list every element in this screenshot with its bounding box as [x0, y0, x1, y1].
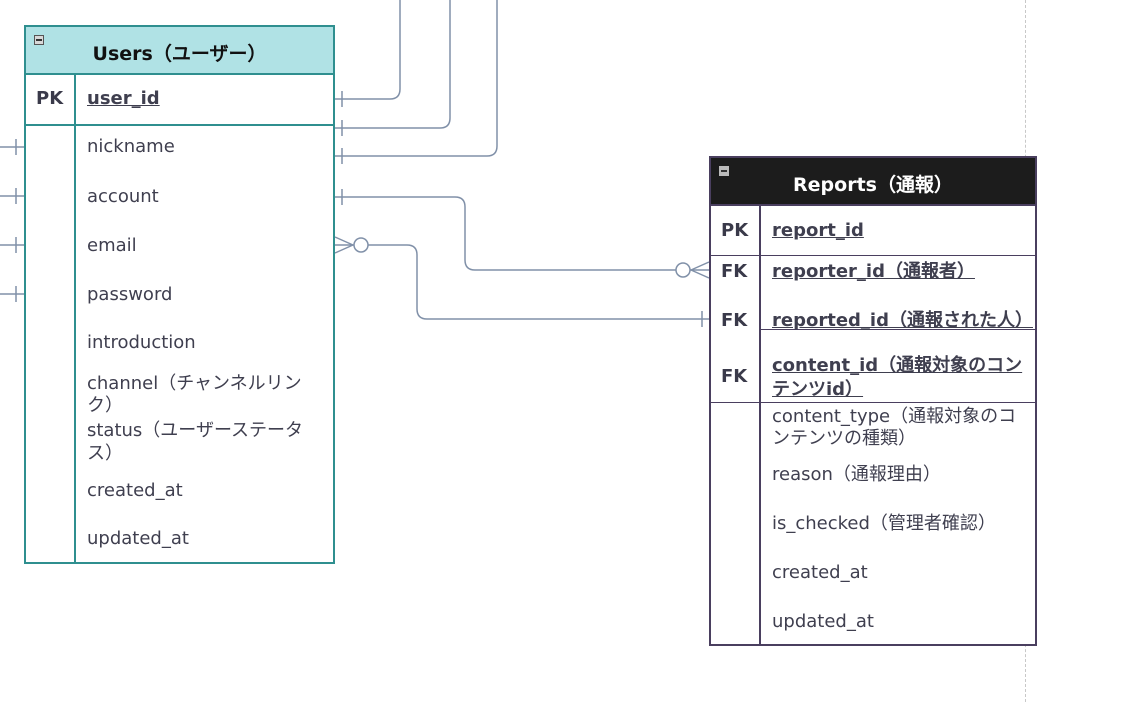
reports-field-report-id[interactable]: report_id	[772, 220, 864, 241]
users-field-status-cont[interactable]: ス）	[87, 443, 123, 464]
users-field-account[interactable]: account	[87, 186, 159, 207]
connector-reporter-crowfoot	[690, 261, 710, 279]
reports-fk-divider-1	[759, 329, 1035, 330]
reports-key-column-divider	[759, 206, 761, 644]
connector-account-to-reporter	[335, 196, 709, 271]
reports-field-content-id[interactable]: content_id（通報対象のコン	[772, 355, 1023, 376]
reports-field-content-type[interactable]: content_type（通報対象のコ	[772, 406, 1017, 427]
connector-email-crowfoot	[334, 236, 354, 254]
reports-header[interactable]: Reports（通報）	[711, 158, 1035, 206]
users-field-updated-at[interactable]: updated_at	[87, 528, 189, 549]
reports-fk-label-reported: FK	[721, 310, 748, 331]
users-field-introduction[interactable]: introduction	[87, 332, 196, 353]
users-field-channel-cont[interactable]: ク）	[87, 395, 123, 416]
reports-fk-label-content: FK	[721, 366, 748, 387]
reports-field-updated-at[interactable]: updated_at	[772, 611, 874, 632]
reports-field-content-type-cont[interactable]: ンテンツの種類）	[772, 428, 916, 449]
reports-pk-divider	[711, 255, 1035, 256]
users-field-email[interactable]: email	[87, 235, 137, 256]
reports-field-reported-id[interactable]: reported_id（通報された人）	[772, 310, 1033, 331]
reports-fk-label-reporter: FK	[721, 261, 748, 282]
reports-fk-divider-2	[711, 402, 1035, 403]
users-pk-divider	[26, 124, 333, 126]
reports-title: Reports（通報）	[793, 174, 953, 196]
connector-email-optional-circle	[353, 237, 369, 253]
users-field-status[interactable]: status（ユーザーステータ	[87, 420, 304, 441]
connector-nickname-upper-2	[335, 0, 498, 157]
users-field-user-id[interactable]: user_id	[87, 88, 160, 109]
reports-field-reason[interactable]: reason（通報理由）	[772, 464, 941, 485]
connector-nickname-upper-1	[335, 0, 451, 129]
reports-field-created-at[interactable]: created_at	[772, 562, 868, 583]
connector-user-id-upper	[335, 0, 401, 100]
collapse-icon[interactable]	[719, 166, 729, 176]
reports-pk-label: PK	[721, 220, 749, 241]
users-field-channel[interactable]: channel（チャンネルリン	[87, 373, 302, 394]
users-field-nickname[interactable]: nickname	[87, 136, 175, 157]
users-field-password[interactable]: password	[87, 284, 173, 305]
users-header[interactable]: Users（ユーザー）	[26, 27, 333, 75]
users-title: Users（ユーザー）	[92, 43, 267, 65]
connector-email-to-reported	[335, 244, 709, 320]
reports-entity[interactable]: Reports（通報） PK report_id FK reporter_id（…	[709, 156, 1037, 646]
reports-field-reporter-id[interactable]: reporter_id（通報者）	[772, 261, 975, 282]
reports-field-content-id-cont[interactable]: テンツid）	[772, 379, 864, 400]
users-entity[interactable]: Users（ユーザー） PK user_id nickname account …	[24, 25, 335, 564]
reports-field-is-checked[interactable]: is_checked（管理者確認）	[772, 513, 996, 534]
collapse-icon[interactable]	[34, 35, 44, 45]
users-key-column-divider	[74, 75, 76, 562]
connector-reporter-optional-circle	[675, 262, 691, 278]
users-pk-label: PK	[36, 88, 64, 109]
users-field-created-at[interactable]: created_at	[87, 480, 183, 501]
